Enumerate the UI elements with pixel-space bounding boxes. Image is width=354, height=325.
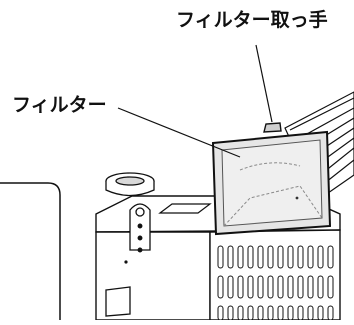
filter-handle-label: フィルター取っ手 — [176, 9, 328, 31]
side-panel — [0, 182, 61, 320]
filter-leader-line — [117, 107, 241, 158]
handle-bracket — [129, 203, 151, 253]
filter-handle — [263, 122, 282, 133]
top-panel — [158, 203, 212, 214]
front-panel — [105, 286, 131, 317]
handle-leader-line — [255, 44, 273, 123]
grille — [217, 245, 334, 321]
filter — [211, 130, 332, 236]
top-cylinder — [105, 172, 155, 197]
filter-label: フィルター — [12, 94, 107, 116]
front-screw — [124, 260, 128, 264]
